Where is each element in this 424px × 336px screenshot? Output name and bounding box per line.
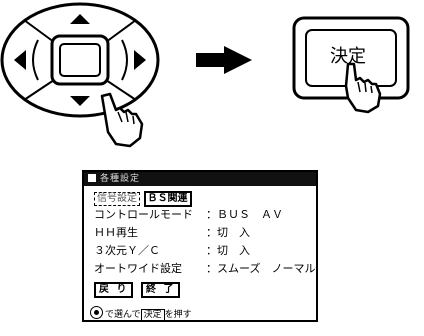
setting-value: ：ＢＵＳ ＡＶ	[206, 208, 283, 221]
pointing-hand-icon	[96, 92, 152, 148]
hint-post: を押す	[164, 310, 192, 320]
setting-row[interactable]: オートワイド設定 ：スムーズ ノーマル	[94, 262, 315, 276]
setting-label: コントロールモード	[94, 208, 193, 221]
menu-buttons: 戻 り 終 了	[94, 282, 184, 298]
setting-value: ：切 入	[206, 244, 250, 257]
hint-pre: で選んで	[105, 310, 141, 320]
setting-label: ３次元Ｙ／Ｃ	[94, 244, 160, 257]
back-button[interactable]: 戻 り	[94, 282, 134, 298]
setting-label: オートワイド設定	[94, 262, 182, 275]
tab-bs-related[interactable]: ＢＳ関連	[143, 191, 192, 207]
pointing-hand-icon	[338, 62, 386, 114]
hint-key: 決定	[140, 309, 165, 322]
setting-row[interactable]: ３次元Ｙ／Ｃ ：切 入	[94, 244, 250, 258]
remote-dpad[interactable]	[0, 0, 170, 130]
setting-label: ＨＨ再生	[94, 226, 138, 239]
decide-label: 決定	[330, 46, 366, 67]
instruction-hint: で選んで決定を押す	[90, 306, 192, 322]
on-screen-menu: 各種設定 信号設定 ＢＳ関連 コントロールモード ：ＢＵＳ ＡＶ ＨＨ再生 ：切 入…	[82, 170, 318, 322]
setting-row[interactable]: コントロールモード ：ＢＵＳ ＡＶ	[94, 208, 283, 222]
right-arrow-icon	[196, 46, 252, 74]
menu-icon	[88, 174, 96, 182]
setting-value: ：切 入	[206, 226, 250, 239]
menu-titlebar: 各種設定	[84, 172, 316, 186]
menu-title: 各種設定	[100, 174, 141, 184]
dpad-icon	[90, 306, 103, 319]
decide-button-illustration[interactable]	[292, 16, 412, 106]
exit-button[interactable]: 終 了	[140, 282, 181, 298]
setting-value: ：スムーズ ノーマル	[206, 262, 316, 275]
tab-signal-settings[interactable]: 信号設定	[94, 192, 140, 206]
tab-row: 信号設定 ＢＳ関連	[94, 191, 192, 207]
setting-row[interactable]: ＨＨ再生 ：切 入	[94, 226, 250, 240]
